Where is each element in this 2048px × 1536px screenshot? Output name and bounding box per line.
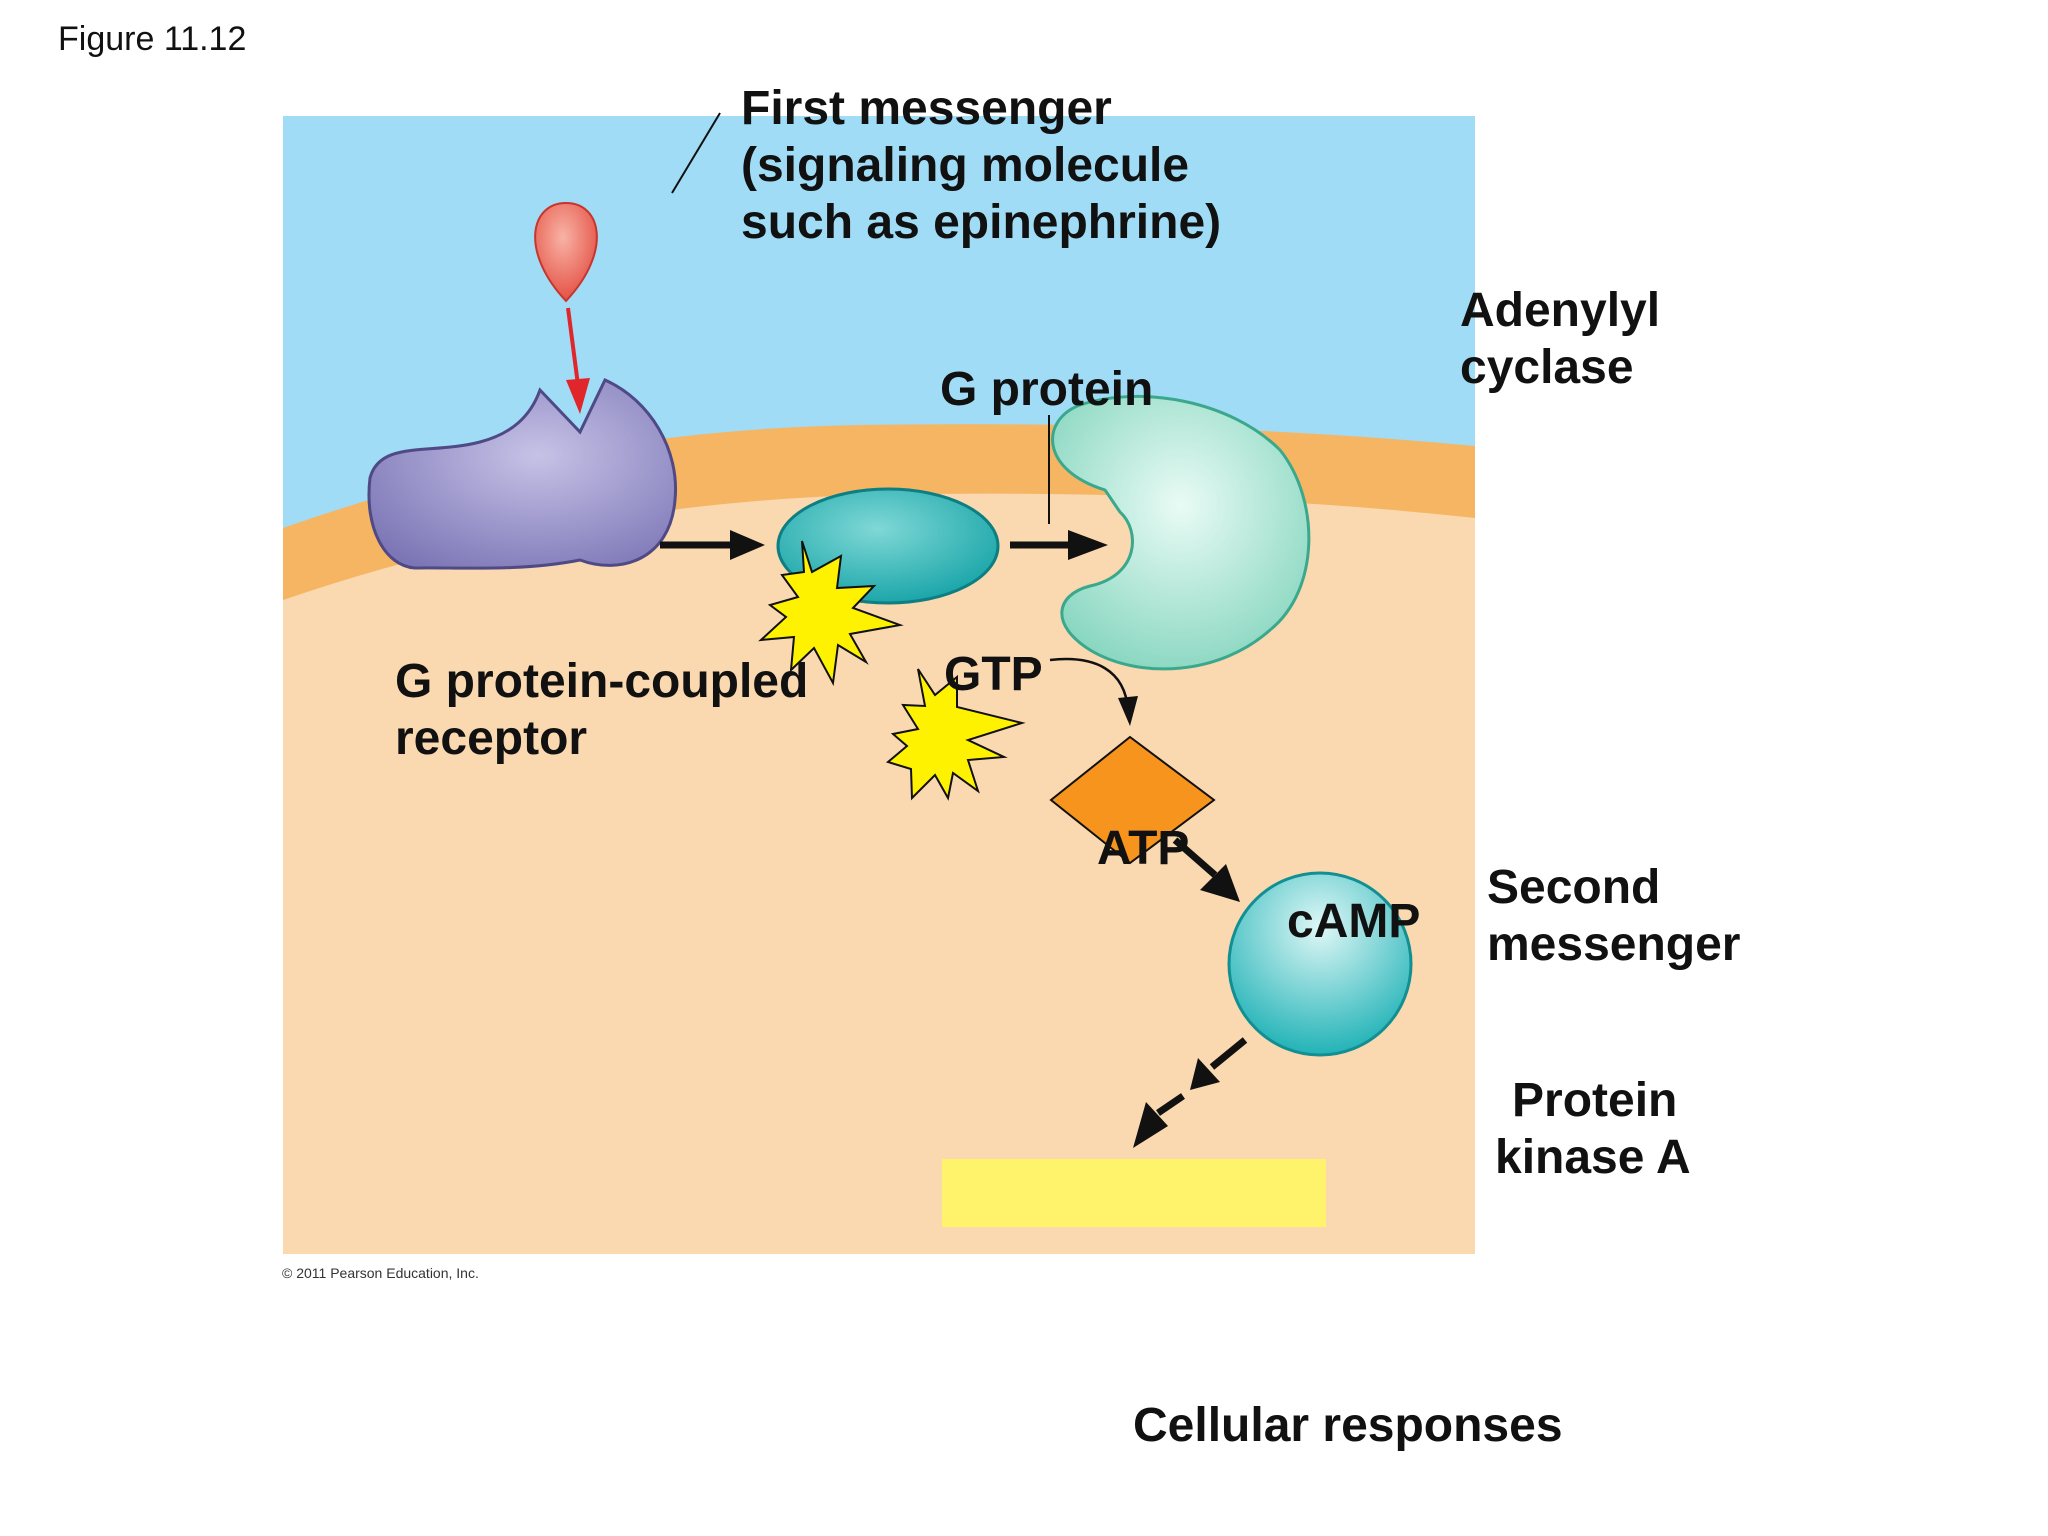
receptor-icon — [367, 378, 678, 570]
arrow-curved-to-atp — [1049, 657, 1138, 726]
camp-icon — [1227, 871, 1413, 1057]
adenylyl-cyclase-label: Adenylyl cyclase — [1460, 284, 1673, 394]
arrow-camp-to-pka — [1133, 1037, 1248, 1148]
second-messenger-label: Second messenger — [1487, 861, 1740, 971]
adenylyl-cyclase-icon — [1051, 395, 1311, 671]
first-messenger-pointer — [671, 112, 721, 194]
gtp-label: GTP — [944, 648, 1043, 701]
gtp-starburst-icon — [885, 668, 1026, 801]
atp-label: ATP — [1097, 822, 1189, 875]
signal-arrow-shaft — [566, 307, 580, 386]
signal-molecule-icon — [534, 201, 598, 303]
cell-panel — [283, 116, 1475, 1254]
arrow-atp-to-camp — [1172, 837, 1240, 902]
atp-icon — [1049, 735, 1216, 865]
arrow-gprotein-to-adenylyl-cyclase — [1010, 530, 1108, 560]
gpcr-label: G protein-coupled receptor — [395, 655, 822, 765]
arrow-receptor-to-gprotein — [660, 530, 765, 560]
copyright: © 2011 Pearson Education, Inc. — [282, 1265, 479, 1281]
gtp-starburst-on-gprotein-icon — [758, 540, 904, 687]
cytoplasm — [283, 493, 1475, 1254]
camp-label: cAMP — [1287, 895, 1420, 948]
first-messenger-label: First messenger (signaling molecule such… — [741, 82, 1221, 249]
g-protein-label: G protein — [940, 363, 1153, 416]
protein-kinase-a-bar — [942, 1159, 1326, 1227]
cellular-responses-label: Cellular responses — [1133, 1399, 1563, 1452]
signal-arrow-head — [566, 378, 590, 414]
protein-kinase-a-label: Protein kinase A — [1495, 1074, 1691, 1184]
figure-label: Figure 11.12 — [58, 20, 246, 58]
